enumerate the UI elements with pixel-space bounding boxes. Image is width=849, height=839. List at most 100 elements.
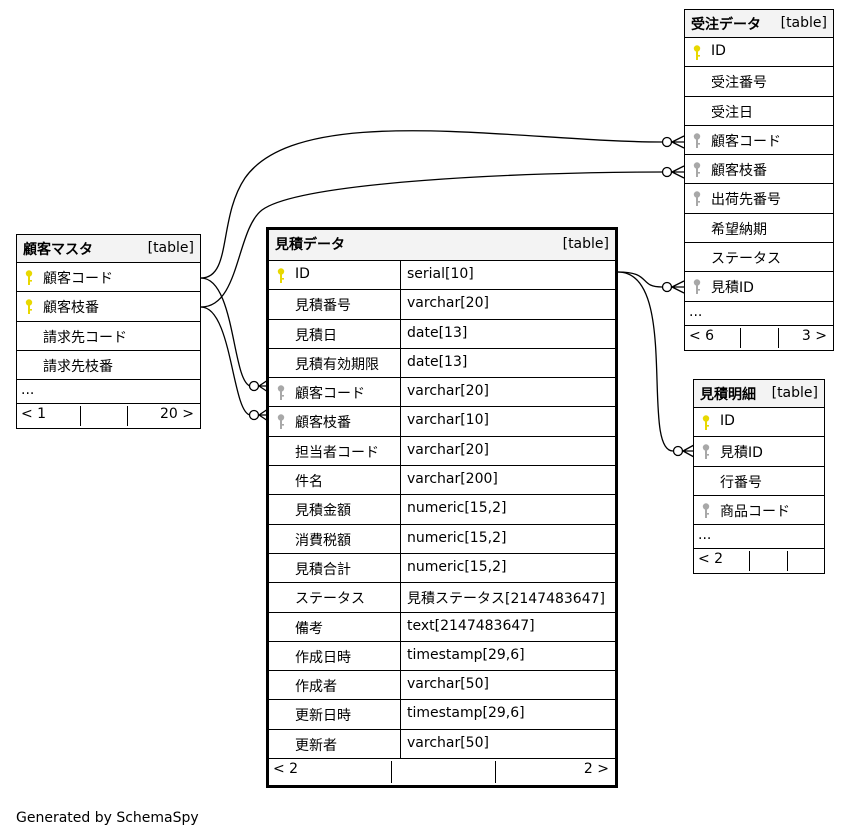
column-row[interactable]: 更新日時 timestamp[29,6]: [269, 700, 615, 730]
table-header: 見積データ [table]: [269, 230, 615, 261]
table-header: 顧客マスタ [table]: [17, 235, 200, 263]
column-name: 顧客コード: [711, 133, 781, 150]
column-type: varchar[20]: [407, 441, 489, 458]
column-row[interactable]: 作成日時 timestamp[29,6]: [269, 641, 615, 672]
column-row[interactable]: 見積ID: [694, 437, 824, 467]
column-row[interactable]: 見積ID: [685, 272, 833, 302]
column-name: 更新日時: [295, 708, 351, 725]
zero-marker: [248, 380, 260, 392]
children-count[interactable]: 20 >: [160, 406, 194, 423]
column-name: 受注日: [711, 104, 753, 121]
column-row[interactable]: ID: [685, 38, 833, 68]
column-type: varchar[20]: [407, 295, 489, 312]
zero-marker: [661, 136, 673, 148]
column-type: varchar[50]: [407, 734, 489, 751]
column-name: 希望納期: [711, 221, 767, 238]
column-name: 請求先コード: [43, 329, 127, 346]
zero-marker: [661, 166, 673, 178]
table-name: 顧客マスタ: [23, 242, 93, 258]
column-type: varchar[20]: [407, 383, 489, 400]
zero-marker: [248, 409, 260, 421]
table-type: [table]: [147, 240, 194, 256]
column-row[interactable]: 請求先コード: [17, 322, 200, 351]
parents-count[interactable]: < 2: [273, 761, 299, 778]
column-name: 見積合計: [295, 561, 351, 578]
column-row[interactable]: 受注番号: [685, 67, 833, 97]
column-row[interactable]: ステータス見積ステータス[2147483647]: [269, 583, 615, 613]
column-name: 見積ID: [720, 445, 763, 462]
foreign-key-icon: [691, 132, 703, 150]
primary-key-icon: [700, 414, 712, 432]
column-row[interactable]: 受注日: [685, 97, 833, 126]
column-name: 顧客枝番: [295, 415, 351, 432]
column-name: 顧客枝番: [43, 300, 99, 317]
column-row[interactable]: 出荷先番号: [685, 184, 833, 214]
column-row[interactable]: 顧客コード varchar[20]: [269, 378, 615, 408]
column-name: 作成者: [295, 679, 337, 696]
column-type: varchar[10]: [407, 412, 489, 429]
column-row[interactable]: 作成者 varchar[50]: [269, 671, 615, 701]
column-type: timestamp[29,6]: [407, 705, 525, 722]
parents-count[interactable]: < 6: [689, 327, 715, 344]
column-row[interactable]: 顧客コード: [685, 126, 833, 156]
column-list: ID 受注番号受注日顧客コード顧客枝番出荷先番号希望納期ステータス見積ID: [685, 38, 833, 302]
column-name: 出荷先番号: [711, 192, 781, 209]
column-name: 作成日時: [295, 649, 351, 666]
table-footer: < 1 20 >: [17, 404, 200, 428]
column-row[interactable]: ステータス: [685, 243, 833, 273]
table-type: [table]: [771, 385, 818, 401]
column-name: 行番号: [720, 474, 762, 491]
column-list: 顧客コード顧客枝番請求先コード請求先枝番: [17, 263, 200, 381]
column-name: 件名: [295, 474, 323, 491]
column-row[interactable]: 顧客コード: [17, 263, 200, 293]
column-name: 見積ID: [711, 280, 754, 297]
foreign-key-icon: [275, 413, 287, 431]
column-row[interactable]: 希望納期: [685, 214, 833, 244]
zero-marker: [661, 281, 673, 293]
primary-key-icon: [23, 298, 35, 316]
column-type: timestamp[29,6]: [407, 646, 525, 663]
more-columns: ...: [685, 302, 833, 326]
children-count[interactable]: 2 >: [583, 761, 609, 778]
column-type: date[13]: [407, 353, 468, 370]
foreign-key-icon: [691, 190, 703, 208]
table-kokyaku-master[interactable]: 顧客マスタ [table] 顧客コード顧客枝番請求先コード請求先枝番 ... <…: [16, 234, 201, 430]
column-row[interactable]: ID: [694, 408, 824, 438]
column-row[interactable]: 顧客枝番: [685, 155, 833, 185]
column-name: 顧客コード: [43, 271, 113, 287]
column-name: ステータス: [711, 251, 781, 268]
column-row[interactable]: 行番号: [694, 467, 824, 496]
column-type: numeric[15,2]: [407, 500, 507, 517]
column-name: 更新者: [295, 737, 337, 754]
parents-count[interactable]: < 1: [21, 406, 47, 423]
column-row[interactable]: 担当者コード varchar[20]: [269, 436, 615, 467]
column-name: 受注番号: [711, 75, 767, 92]
column-name: 見積日: [295, 327, 337, 344]
column-name: 商品コード: [720, 503, 790, 520]
column-name: 顧客コード: [295, 386, 365, 403]
column-row[interactable]: 顧客枝番: [17, 292, 200, 322]
column-row[interactable]: 商品コード: [694, 496, 824, 526]
column-name: 担当者コード: [295, 444, 379, 461]
parents-count[interactable]: < 2: [698, 551, 724, 568]
primary-key-icon: [275, 267, 287, 285]
column-row[interactable]: 更新者 varchar[50]: [269, 729, 615, 760]
column-row[interactable]: 請求先枝番: [17, 351, 200, 381]
foreign-key-icon: [275, 384, 287, 402]
column-row[interactable]: 顧客枝番 varchar[10]: [269, 407, 615, 437]
column-type: varchar[50]: [407, 676, 489, 693]
crowfoot-marker: [671, 135, 685, 149]
children-count[interactable]: 3 >: [801, 327, 827, 344]
